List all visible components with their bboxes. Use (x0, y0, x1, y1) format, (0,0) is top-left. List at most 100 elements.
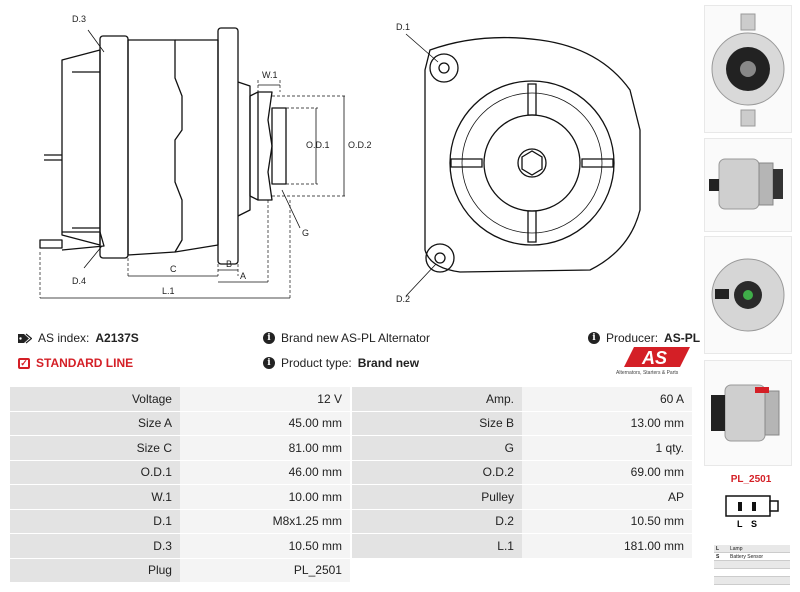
spec-value: 10.50 mm (521, 509, 692, 533)
plug-pin-s: S (751, 519, 757, 529)
logo-text: AS (641, 348, 667, 368)
brand-info: i Brand new AS-PL Alternator (263, 331, 430, 345)
spec-label: Pulley (351, 485, 522, 509)
spec-gap (349, 485, 352, 509)
spec-label: O.D.2 (351, 460, 522, 484)
legend-desc: Battery Sensor (730, 553, 764, 560)
legend-key: S (716, 553, 720, 560)
plug-code: PL_2501 (730, 474, 772, 485)
product-photo-front[interactable] (704, 5, 792, 133)
label-d2: D.2 (396, 294, 410, 304)
spec-label: D.2 (351, 509, 522, 533)
spec-label: D.3 (10, 534, 180, 558)
spec-label: Plug (10, 558, 180, 582)
spec-label: Size C (10, 436, 180, 460)
spec-value: 12 V (179, 387, 350, 411)
legend-row (714, 561, 790, 569)
technical-drawing: D.3 D.4 W.1 O.D.1 O.D.2 G C B A L.1 D.1 … (39, 14, 641, 304)
spec-gap (349, 509, 352, 533)
product-photo-rear[interactable] (704, 236, 792, 354)
spec-value: 60 A (521, 387, 692, 411)
as-pl-logo: AS (624, 347, 690, 368)
legend-row (714, 569, 790, 577)
spec-value: 1 qty. (521, 436, 692, 460)
standard-line-label: STANDARD LINE (36, 356, 134, 370)
label-w1: W.1 (262, 70, 278, 80)
spec-label: Amp. (351, 387, 522, 411)
alternator-side-photo (709, 158, 783, 210)
product-type-value: Brand new (357, 356, 420, 370)
spec-value: AP (521, 485, 692, 509)
spec-value: 181.00 mm (521, 534, 692, 558)
label-g: G (302, 228, 309, 238)
tag-icon (18, 333, 32, 343)
label-d4: D.4 (72, 276, 86, 286)
spec-value: 46.00 mm (179, 460, 350, 484)
product-type: i Product type: Brand new (263, 356, 419, 370)
spec-gap (349, 534, 352, 558)
product-photo-angle[interactable] (704, 360, 792, 466)
producer-label: Producer: (606, 331, 659, 345)
checkbox-icon: ✓ (18, 357, 30, 369)
spec-gap (349, 436, 352, 460)
info-icon: i (263, 357, 275, 369)
label-d3: D.3 (72, 14, 86, 24)
legend-row: L Lamp (714, 545, 790, 553)
spec-value (521, 558, 692, 582)
spec-label: Size B (351, 411, 522, 435)
alternator-angle-photo (711, 384, 780, 442)
spec-label (351, 558, 522, 582)
label-d1: D.1 (396, 22, 410, 32)
spec-label: Size A (10, 411, 180, 435)
logo-tagline: Alternators, Starters & Parts (616, 370, 679, 376)
product-type-label: Product type: (281, 356, 352, 370)
spec-value: 13.00 mm (521, 411, 692, 435)
spec-label: O.D.1 (10, 460, 180, 484)
producer-value: AS-PL (664, 331, 701, 345)
spec-label: L.1 (351, 534, 522, 558)
product-photo-side[interactable] (704, 138, 792, 232)
spec-value: 81.00 mm (179, 436, 350, 460)
legend-key: L (716, 545, 720, 552)
as-index-value: A2137S (95, 331, 139, 345)
legend-row: S Battery Sensor (714, 553, 790, 561)
plug-pin-l: L (737, 519, 743, 529)
as-index-label: AS index: (38, 331, 90, 345)
info-icon: i (263, 332, 275, 344)
legend-row (714, 577, 790, 585)
spec-value: 10.50 mm (179, 534, 350, 558)
label-a: A (240, 271, 246, 281)
alternator-front-photo (711, 13, 785, 127)
spec-label: G (351, 436, 522, 460)
brand-text: Brand new AS-PL Alternator (281, 331, 430, 345)
label-b: B (226, 259, 232, 269)
alternator-rear-photo (711, 258, 785, 332)
label-c: C (170, 264, 177, 274)
spec-gap (349, 411, 352, 435)
spec-value: 10.00 mm (179, 485, 350, 509)
label-od2: O.D.2 (348, 140, 372, 150)
spec-gap (349, 387, 352, 411)
label-od1: O.D.1 (306, 140, 330, 150)
producer: i Producer: AS-PL (588, 331, 700, 345)
spec-value: PL_2501 (179, 558, 350, 582)
spec-value: M8x1.25 mm (179, 509, 350, 533)
as-index: AS index: A2137S (18, 331, 139, 345)
spec-label: D.1 (10, 509, 180, 533)
legend-desc: Lamp (730, 545, 743, 552)
spec-value: 45.00 mm (179, 411, 350, 435)
spec-gap (349, 460, 352, 484)
spec-label: W.1 (10, 485, 180, 509)
label-l1: L.1 (162, 286, 175, 296)
standard-line: ✓ STANDARD LINE (18, 356, 133, 370)
spec-gap (349, 558, 352, 582)
